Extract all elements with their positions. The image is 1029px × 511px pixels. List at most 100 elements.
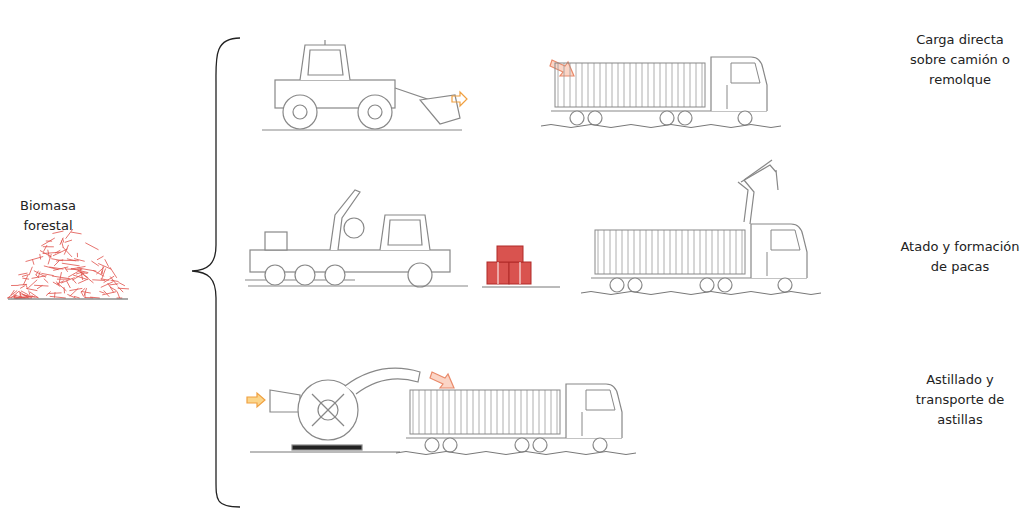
biomass-stroke	[96, 267, 104, 274]
biomass-stroke	[80, 269, 82, 280]
biomass-stroke	[43, 246, 54, 247]
biomass-stroke	[48, 250, 50, 258]
biomass-stroke	[98, 263, 111, 269]
biomass-stroke	[66, 280, 70, 288]
biomass-stroke	[36, 271, 39, 275]
bundling-machine	[245, 190, 468, 287]
biomass-stroke	[29, 291, 30, 295]
biomass-stroke	[92, 279, 105, 281]
biomass-stroke	[109, 284, 118, 285]
biomass-stroke	[65, 267, 68, 271]
biomass-stroke	[71, 266, 86, 269]
curly-bracket	[192, 38, 240, 507]
source-label: Biomasa forestal	[6, 196, 90, 236]
biomass-stroke	[28, 280, 37, 288]
biomass-stroke	[102, 292, 116, 295]
biomass-stroke	[57, 279, 69, 280]
biomass-stroke	[71, 232, 82, 234]
biomass-stroke	[44, 279, 48, 283]
biomass-stroke	[59, 272, 61, 283]
biomass-stroke	[16, 297, 29, 298]
biomass-stroke	[48, 254, 51, 264]
biomass-stroke	[72, 279, 76, 284]
biomass-stroke	[39, 254, 41, 260]
biomass-stroke	[63, 238, 64, 242]
biomass-stroke	[40, 250, 52, 257]
biomass-stroke	[41, 238, 55, 246]
biomass-stroke	[14, 294, 16, 298]
front-loader	[262, 40, 462, 130]
biomass-stroke	[97, 256, 104, 260]
ground-line	[482, 287, 560, 288]
biomass-stroke	[108, 283, 114, 293]
truck-crane	[738, 160, 778, 224]
biomass-stroke	[54, 261, 59, 266]
biomass-stroke	[49, 267, 63, 269]
biomass-stroke	[46, 292, 51, 296]
biomass-stroke	[32, 276, 47, 279]
biomass-stroke	[23, 274, 28, 285]
flow-arrow	[430, 372, 454, 388]
biomass-stroke	[60, 238, 63, 245]
biomass-stroke	[91, 261, 98, 266]
biomass-stroke	[38, 272, 40, 277]
biomass-stroke	[22, 275, 28, 277]
biomass-stroke	[61, 278, 75, 284]
biomass-stroke	[62, 260, 79, 262]
biomass-stroke	[102, 266, 103, 274]
biomass-stroke	[101, 271, 103, 275]
biomass-stroke	[22, 295, 36, 298]
biomass-stroke	[46, 241, 52, 242]
biomass-stroke	[119, 282, 125, 285]
biomass-stroke	[90, 297, 100, 299]
biomass-stroke	[69, 288, 82, 290]
biomass-stroke	[51, 259, 63, 261]
biomass-stroke	[82, 274, 93, 283]
biomass-stroke	[77, 253, 78, 257]
biomass-stroke	[81, 292, 83, 296]
biomass-stroke	[81, 291, 91, 293]
method-label: Atado y formación de pacas	[900, 237, 1020, 277]
biomass-stroke	[32, 259, 34, 264]
biomass-stroke	[26, 284, 28, 289]
ground-line	[250, 452, 400, 453]
biomass-stroke	[54, 292, 56, 298]
method-label: Carga directa sobre camión o remolque	[900, 30, 1020, 90]
biomass-stroke	[29, 267, 32, 275]
method-label: Astillado y transporte de astillas	[900, 370, 1020, 430]
biomass-stroke	[117, 297, 123, 298]
biomass-stroke	[11, 285, 19, 286]
flow-arrow	[452, 92, 467, 106]
biomass-stroke	[64, 245, 68, 255]
biomass-stroke	[43, 245, 47, 252]
biomass-stroke	[102, 268, 106, 279]
biomass-stroke	[71, 269, 88, 273]
biomass-stroke	[8, 291, 17, 298]
chipper	[270, 368, 420, 450]
biomass-stroke	[52, 276, 70, 279]
biomass-stroke	[20, 293, 21, 298]
biomass-stroke	[15, 297, 33, 298]
biomass-stroke	[111, 280, 119, 281]
biomass-stroke	[76, 272, 82, 274]
truck	[581, 224, 821, 295]
truck	[541, 57, 781, 128]
truck	[396, 384, 636, 455]
biomass-stroke	[55, 250, 60, 253]
biomass-pile	[7, 229, 129, 298]
biomass-stroke	[78, 280, 87, 284]
biomass-stroke	[50, 296, 66, 298]
biomass-stroke	[118, 287, 123, 293]
flow-arrow	[247, 393, 265, 407]
biomass-stroke	[85, 243, 98, 250]
biomass-stroke	[41, 273, 53, 275]
biomass-stroke	[14, 295, 16, 298]
biomass-stroke	[105, 259, 109, 266]
biomass-stroke	[117, 292, 119, 298]
bales	[487, 246, 531, 284]
biomass-stroke	[53, 282, 59, 285]
biomass-stroke	[99, 291, 104, 293]
ground-line	[8, 299, 128, 300]
